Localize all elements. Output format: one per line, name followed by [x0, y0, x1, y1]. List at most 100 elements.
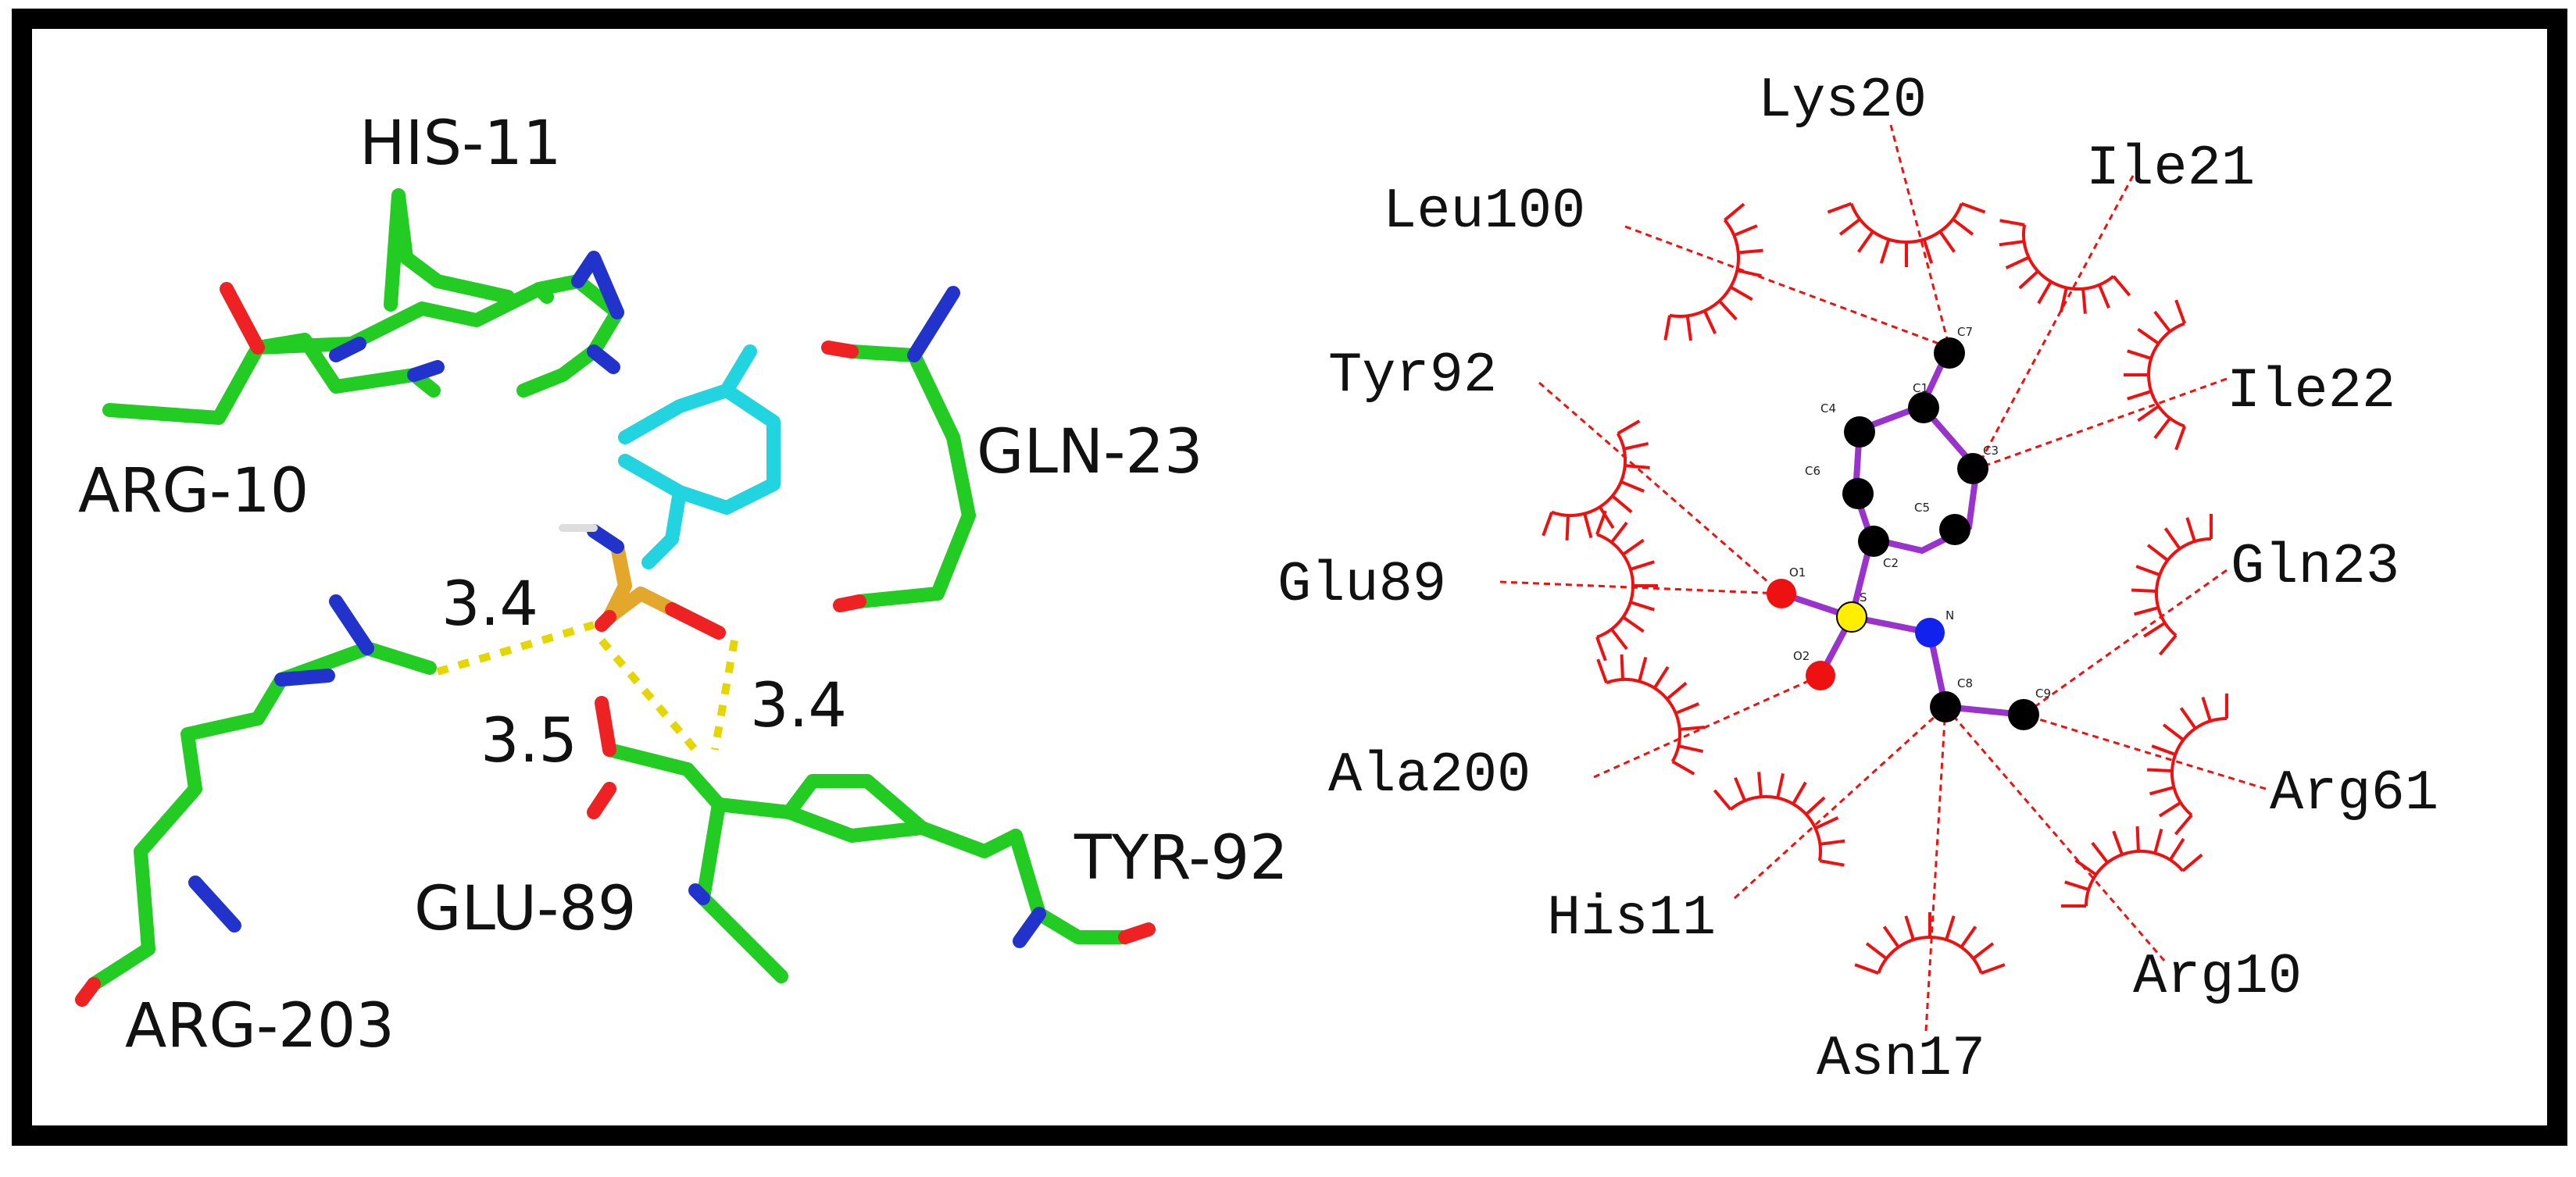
arc-arg61-spike — [2151, 744, 2176, 756]
arc-arg10-spike — [2168, 837, 2185, 861]
arc-asn17-spike — [1865, 942, 1888, 960]
arc-ile21-curve — [2022, 224, 2115, 291]
arc-glu89-spike — [1595, 510, 1607, 535]
hbond-arg203 — [436, 621, 595, 676]
arc-tyr92-spike — [1617, 419, 1641, 435]
atom-c7 — [1934, 337, 1965, 369]
arc-lys20-spike — [1952, 218, 1974, 236]
atom-label-c7: C7 — [1957, 325, 1973, 339]
arc-his11-spike — [1814, 816, 1839, 830]
arc-ile22-spike — [2137, 405, 2160, 423]
arc-his11-spike — [1820, 839, 1845, 846]
stick-his11-n — [571, 251, 624, 319]
arc-ala200-spike — [1666, 681, 1688, 701]
label-arg10: ARG-10 — [78, 456, 309, 526]
arc-tyr92 — [1542, 419, 1650, 540]
contact-leu100 — [1624, 225, 1950, 349]
atom-label-n: N — [1945, 608, 1954, 622]
atom-c4 — [1844, 416, 1875, 448]
arc-glu89-spike — [1630, 601, 1655, 612]
arc-gln23-spike — [2135, 565, 2160, 576]
stick-arg203 — [87, 641, 437, 991]
label-arg203: ARG-203 — [125, 991, 395, 1061]
arc-his11-curve — [1729, 795, 1822, 861]
arc-ile22-spike — [2174, 299, 2186, 324]
arc-glu89-curve — [1596, 533, 1635, 639]
arc-glu89-spike — [1610, 628, 1628, 651]
stick-ligand-ring — [618, 383, 781, 515]
label-his11: His11 — [1547, 886, 1716, 951]
distance-label-glu89: 3.5 — [481, 706, 577, 776]
label-lys20: Lys20 — [1758, 69, 1927, 133]
arc-leu100-spike — [1724, 202, 1745, 222]
label-glu89: Glu89 — [1277, 553, 1446, 617]
arc-ala200-spike — [1671, 760, 1695, 776]
arc-gln23-spike — [2158, 634, 2178, 656]
stick-tyr92-n — [1013, 907, 1046, 948]
atom-label-c8: C8 — [1957, 676, 1973, 690]
arc-ile22-spike — [2127, 349, 2152, 360]
arc-arg10-spike — [2181, 853, 2203, 872]
stick-his11-ring2 — [384, 188, 515, 312]
arc-tyr92-spike — [1565, 515, 1570, 540]
arc-arg61-curve — [2170, 717, 2228, 817]
label-his11: HIS-11 — [359, 109, 562, 179]
arc-asn17-spike — [1960, 926, 1978, 948]
arc-leu100-spike — [1736, 269, 1762, 278]
stick-ligand-o1 — [595, 610, 616, 632]
stick-arg10-o — [220, 282, 265, 355]
arc-ile22-spike — [2127, 390, 2152, 401]
arc-glu89 — [1595, 510, 1658, 662]
hbond-glu89 — [598, 637, 698, 753]
arc-ile22-spike — [2153, 310, 2171, 333]
arc-ala200-spike — [1652, 665, 1670, 690]
atom-c6 — [1842, 478, 1874, 509]
arc-lys20-spike — [1960, 202, 1986, 214]
arc-arg61-spike — [2179, 707, 2197, 729]
arc-ile21-spike — [1999, 219, 2025, 226]
arc-glu89-spike — [1610, 521, 1628, 544]
arc-lys20-spike — [1827, 202, 1853, 214]
arc-asn17 — [1854, 912, 2006, 975]
arc-arg10-spike — [2091, 841, 2109, 864]
stick-gln23-n — [907, 286, 960, 362]
arc-asn17-spike — [1854, 963, 1879, 975]
arc-leu100-spike — [1729, 285, 1753, 301]
atom-label-s: S — [1860, 590, 1867, 605]
arc-gln23-spike — [2185, 517, 2196, 542]
arc-ala200-spike — [1596, 658, 1608, 683]
label-leu100: Leu100 — [1383, 180, 1585, 244]
contact-gln23 — [2023, 569, 2228, 716]
contact-his11 — [1733, 705, 1947, 900]
arc-asn17-spike — [1904, 915, 1915, 940]
arc-his11 — [1713, 772, 1845, 867]
arc-tyr92-spike — [1542, 512, 1553, 537]
arc-leu100-spike — [1718, 299, 1738, 321]
stick-gln23 — [845, 344, 976, 608]
stick-glu89-n — [688, 883, 710, 905]
arc-ile22-curve — [2147, 322, 2185, 428]
arc-glu89-spike — [1630, 560, 1655, 571]
arc-gln23-spike — [2142, 621, 2167, 638]
arc-leu100-spike — [1733, 224, 1758, 237]
contact-arg10 — [1944, 706, 2166, 961]
arc-arg10-curve — [2085, 850, 2185, 907]
label-asn17: Asn17 — [1817, 1027, 1985, 1091]
panel-2d-interaction-map: C7 C4 C1 C6 C3 C5 C2 O1 S N O2 C8 C9 Lys… — [1277, 69, 2438, 1091]
hbond-tyr92 — [711, 640, 738, 751]
arc-arg10 — [2061, 826, 2203, 908]
arc-tyr92-curve — [1551, 433, 1627, 517]
arc-his11-spike — [1776, 772, 1785, 799]
arc-arg61-spike — [2147, 768, 2173, 772]
arc-ile22-spike — [2137, 327, 2160, 345]
arc-gln23-spike — [2163, 527, 2181, 550]
arc-asn17-curve — [1877, 936, 1983, 974]
label-ala200: Ala200 — [1328, 744, 1531, 808]
label-ile22: Ile22 — [2227, 359, 2396, 423]
arc-ile21-spike — [2059, 287, 2068, 313]
stick-tyr92 — [1009, 829, 1132, 944]
arc-his11-spike — [1713, 789, 1732, 811]
atom-o2 — [1806, 661, 1835, 690]
arc-leu100-curve — [1669, 219, 1740, 318]
